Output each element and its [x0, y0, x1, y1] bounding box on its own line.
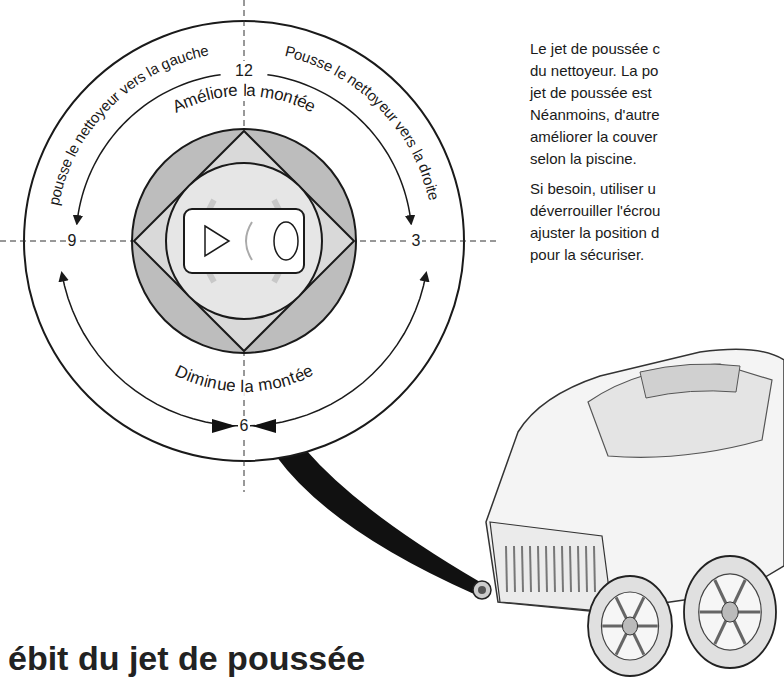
nozzle-face: [166, 163, 322, 319]
tire: [588, 576, 672, 676]
grille-slat: [538, 546, 539, 592]
robot-front: [490, 522, 612, 612]
rim: [601, 592, 658, 660]
grille-slat: [530, 546, 531, 592]
nozzle-ring: [132, 129, 356, 353]
hub: [722, 602, 739, 622]
section-heading: ébit du jet de poussée: [8, 638, 365, 679]
nozzle-outlet: [274, 222, 298, 260]
shade-mark: [246, 222, 252, 260]
grille-slat: [554, 546, 555, 592]
robot-handle: [640, 364, 740, 398]
body-text: déverrouiller l'écrou: [530, 202, 660, 220]
wheel: [588, 576, 672, 676]
grille-slat: [514, 546, 515, 592]
grille-slat: [522, 546, 523, 592]
rim: [699, 574, 762, 650]
body-text: Si besoin, utiliser u: [530, 180, 656, 198]
robot-hood: [588, 364, 772, 457]
thrust-nozzle: [478, 586, 486, 594]
grille-slat: [562, 546, 563, 592]
body-text: jet de poussée est: [530, 84, 652, 102]
clock-number: 3: [410, 231, 423, 250]
grille-slat: [570, 546, 571, 592]
tire: [684, 556, 776, 668]
center-mark-arrow: [212, 419, 236, 433]
clock-number: 6: [238, 416, 251, 435]
body-text: Néanmoins, d'autre: [530, 106, 660, 124]
body-text: du nettoyeur. La po: [530, 62, 658, 80]
body-text: améliorer la couver: [530, 128, 658, 146]
grille-slat: [506, 546, 507, 592]
clock-number: 9: [66, 231, 79, 250]
nozzle-slot: [184, 209, 304, 273]
body-text: Le jet de poussée c: [530, 40, 660, 58]
robot-grille: [506, 546, 595, 592]
nozzle-nut: [134, 131, 354, 351]
clock-number: 12: [233, 61, 255, 80]
grille-slat: [586, 546, 587, 592]
robot-cleaner: [473, 349, 784, 676]
callout-wedge: [276, 450, 480, 594]
direction-triangle: [205, 226, 229, 256]
hub: [622, 617, 637, 635]
direction-arrow: [267, 75, 411, 224]
body-text: pour la sécuriser.: [530, 246, 644, 264]
body-text: selon la piscine.: [530, 150, 637, 168]
grille-slat: [546, 546, 547, 592]
grille-slat: [578, 546, 579, 592]
thrust-nozzle: [473, 581, 491, 599]
center-mark-arrow: [252, 419, 276, 433]
wheel: [684, 556, 776, 668]
direction-arrow: [62, 273, 426, 426]
body-text: ajuster la position d: [530, 224, 659, 242]
grille-slat: [594, 546, 595, 592]
direction-arrow: [77, 75, 221, 224]
